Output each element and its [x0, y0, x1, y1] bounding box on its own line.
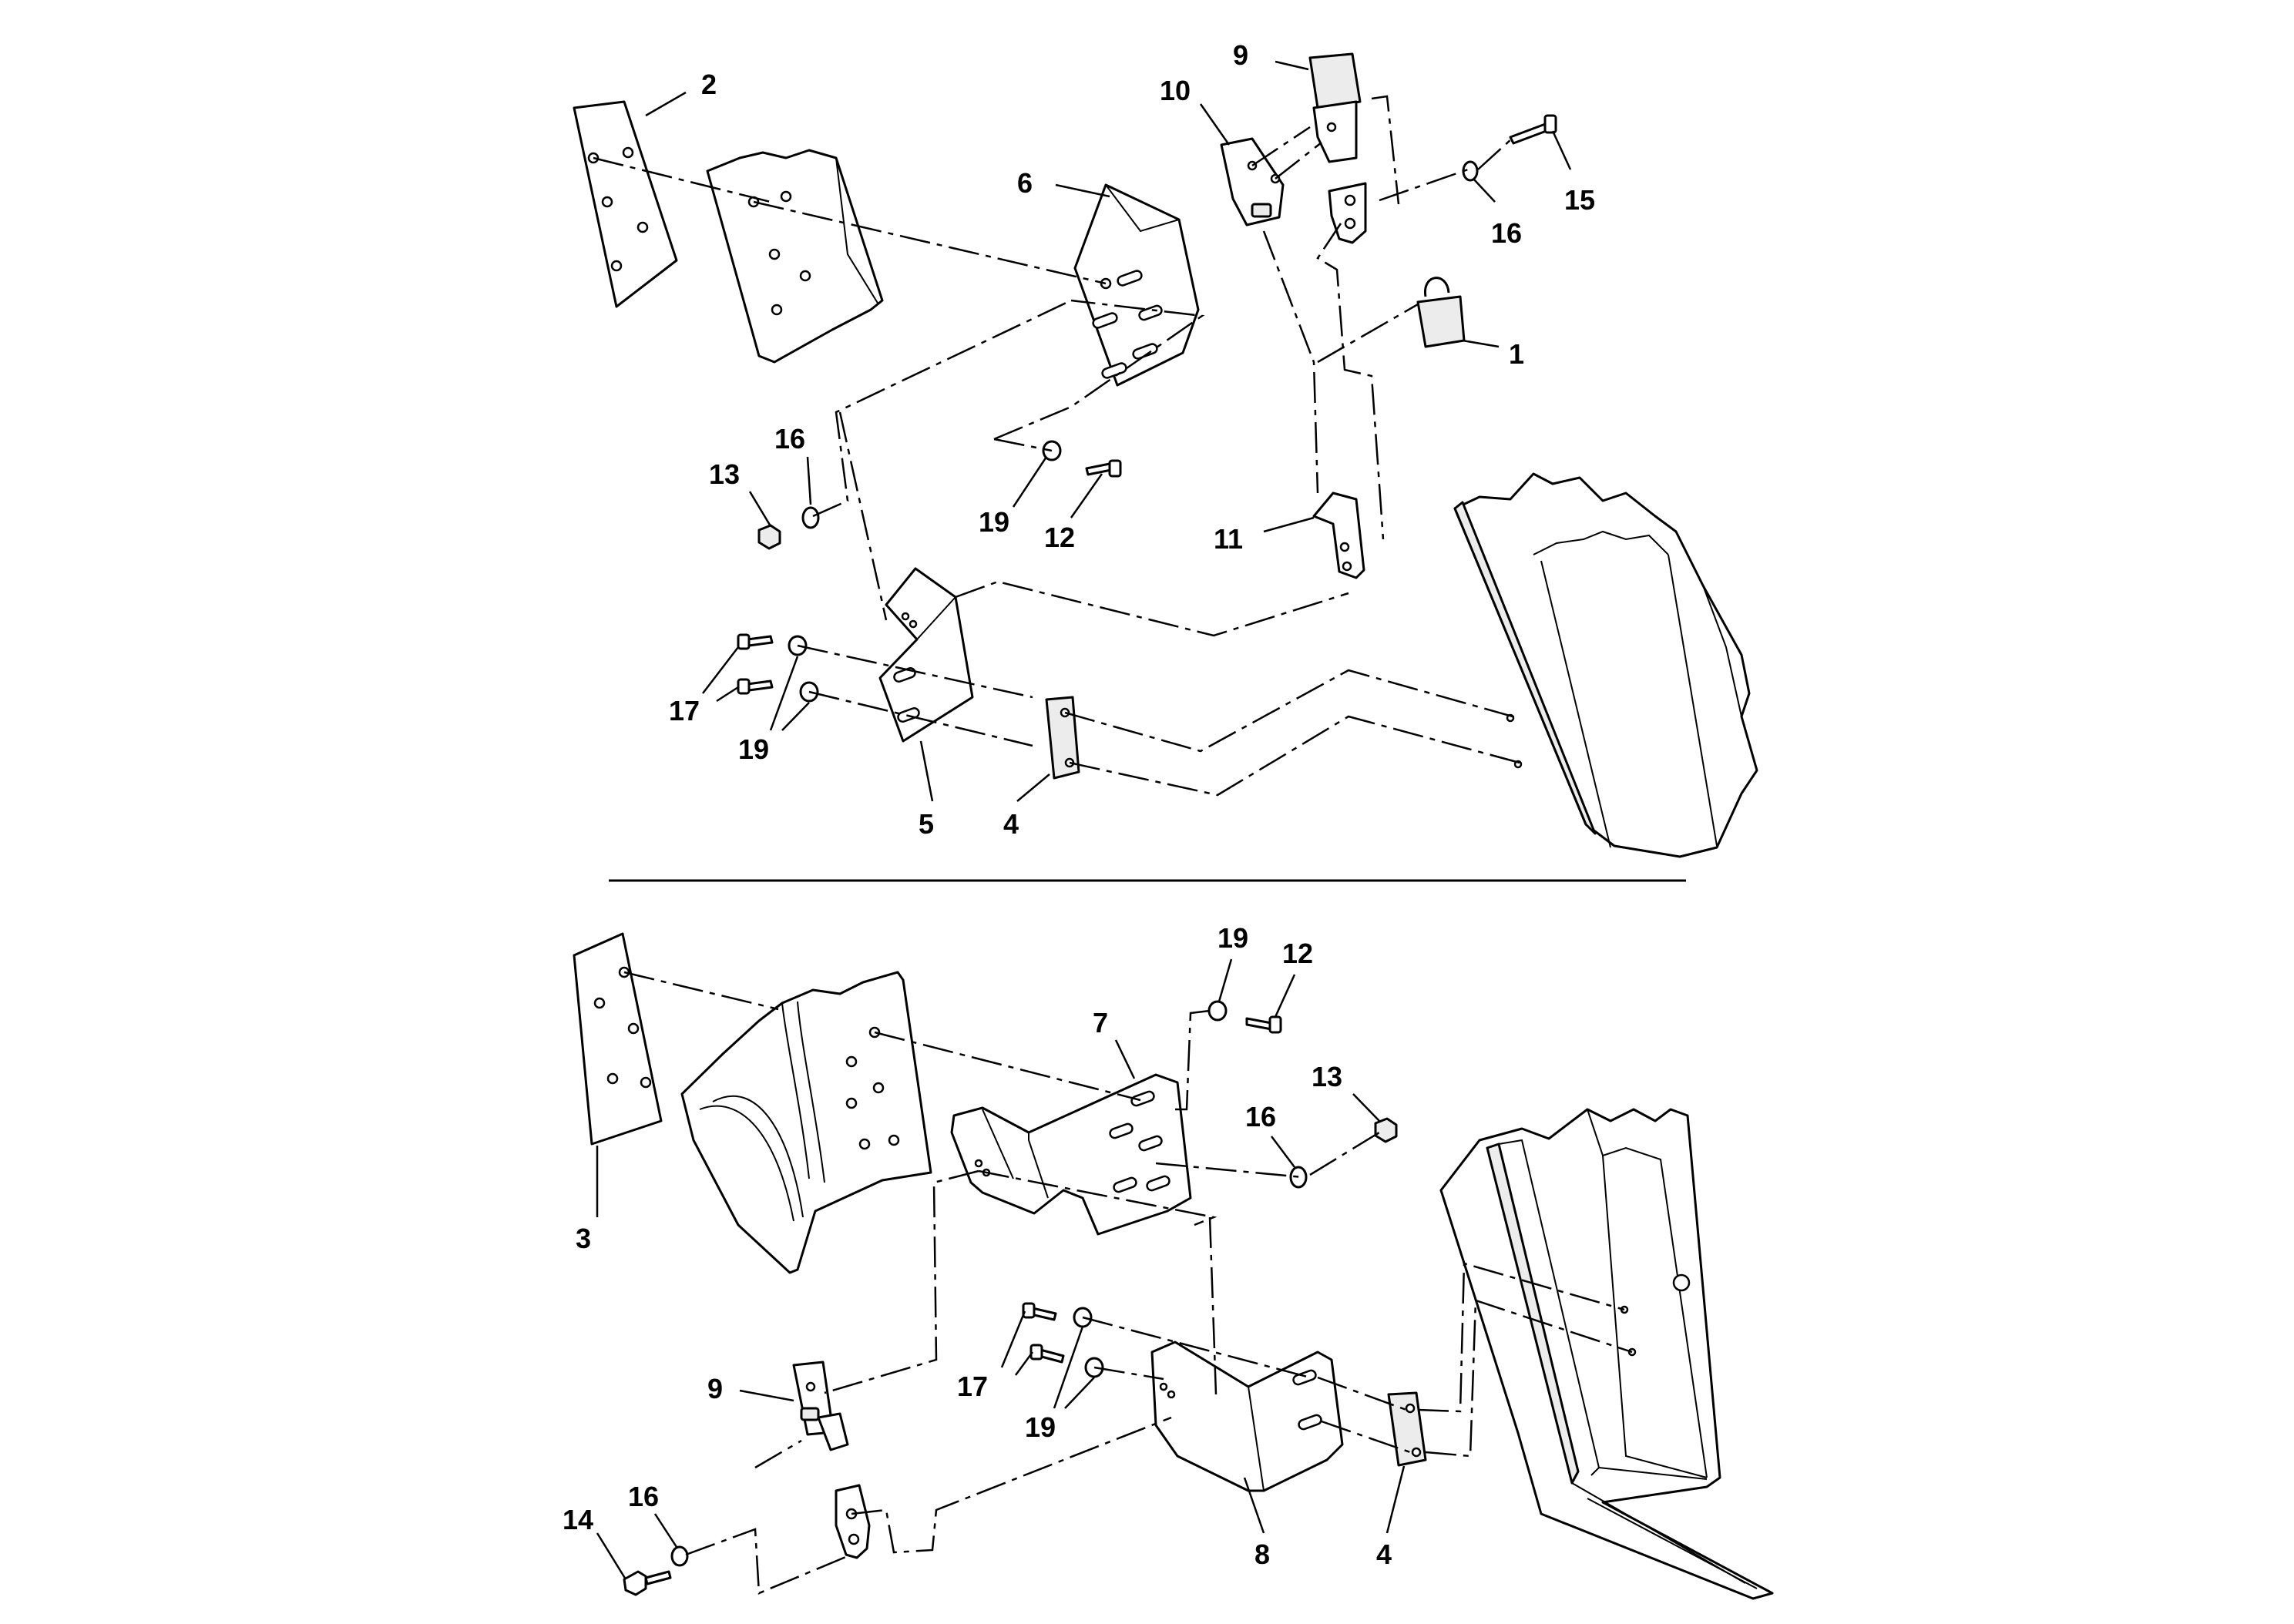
part-13-nut-bottom [1374, 1117, 1398, 1143]
part-4-spacer-top [1045, 696, 1080, 780]
callout-14: 14 [563, 1504, 593, 1535]
part-9-latch-top [1308, 52, 1367, 244]
callout-19-lower: 19 [738, 733, 769, 765]
assembly-lines-top [593, 95, 1520, 797]
part-15-bolt [1509, 114, 1557, 145]
callout-16-bottom: 16 [1245, 1101, 1276, 1132]
callout-10: 10 [1160, 75, 1191, 106]
callout-16-bottom-left: 16 [628, 1481, 659, 1512]
callouts-top: 2 9 10 6 15 16 1 16 13 19 12 11 17 19 5 … [669, 39, 1595, 840]
part-16-washer-mid [801, 506, 820, 529]
part-8-bracket [1150, 1340, 1344, 1492]
leaders-bottom [596, 958, 1406, 1580]
callout-19-bottom-top: 19 [1218, 922, 1248, 954]
callout-9-bottom: 9 [707, 1373, 723, 1404]
callout-11: 11 [1214, 523, 1243, 555]
callout-12-top: 12 [1044, 522, 1075, 553]
leaders-top [645, 60, 1572, 802]
part-11-hasp [1312, 492, 1365, 579]
part-14-bolt [623, 1570, 672, 1596]
callout-17-bottom: 17 [957, 1371, 988, 1402]
frame-column-bottom [1439, 1108, 1774, 1600]
callout-19-mid: 19 [979, 506, 1009, 538]
callouts-bottom: 19 12 7 13 16 3 9 17 19 14 16 8 4 [563, 922, 1392, 1570]
callout-4-top: 4 [1003, 808, 1019, 840]
part-9-latch-bottom [792, 1361, 871, 1559]
part-5-bracket [878, 567, 974, 743]
part-2-plate [573, 100, 678, 308]
callout-13-bottom: 13 [1312, 1061, 1342, 1092]
part-17-bolts-bottom [1022, 1302, 1065, 1364]
bottom-assembly: 19 12 7 13 16 3 9 17 19 14 16 8 4 [563, 922, 1774, 1600]
callout-9-top: 9 [1233, 39, 1248, 71]
callout-8: 8 [1254, 1538, 1270, 1570]
callout-16-top: 16 [1491, 217, 1522, 249]
part-12-bolt-mid [1085, 459, 1122, 478]
callout-6: 6 [1017, 167, 1033, 199]
callout-12-bottom: 12 [1282, 938, 1313, 969]
callout-4-bottom: 4 [1376, 1538, 1392, 1570]
side-panel-bottom [680, 971, 932, 1274]
callout-1: 1 [1509, 338, 1524, 370]
callout-16-mid: 16 [774, 423, 805, 455]
frame-column-top [1453, 472, 1758, 858]
callout-15: 15 [1564, 184, 1595, 216]
callout-5: 5 [919, 808, 934, 840]
part-3-plate [573, 932, 663, 1146]
part-13-nut-top [757, 524, 781, 550]
part-7-bracket [950, 1073, 1192, 1236]
side-panel-top [706, 149, 884, 364]
part-1-padlock [1416, 277, 1466, 348]
callout-7: 7 [1093, 1007, 1108, 1038]
part-10-catch-plate [1220, 137, 1285, 226]
part-19-washer-bottom-top [1207, 1000, 1228, 1022]
part-4-spacer-bottom [1387, 1391, 1427, 1467]
assembly-lines-bottom [623, 971, 1633, 1595]
top-assembly: 2 9 10 6 15 16 1 16 13 19 12 11 17 19 5 … [573, 39, 1758, 858]
callout-3: 3 [576, 1223, 591, 1254]
part-17-bolts-top [737, 633, 774, 695]
part-6-bracket [1073, 183, 1200, 387]
part-12-bolt-bottom [1245, 1015, 1282, 1034]
callout-17-top: 17 [669, 695, 700, 726]
callout-19-bottom: 19 [1025, 1411, 1056, 1443]
callout-13-top: 13 [709, 458, 740, 490]
callout-2: 2 [701, 69, 717, 100]
part-16-washer-bottom-left [670, 1545, 689, 1567]
